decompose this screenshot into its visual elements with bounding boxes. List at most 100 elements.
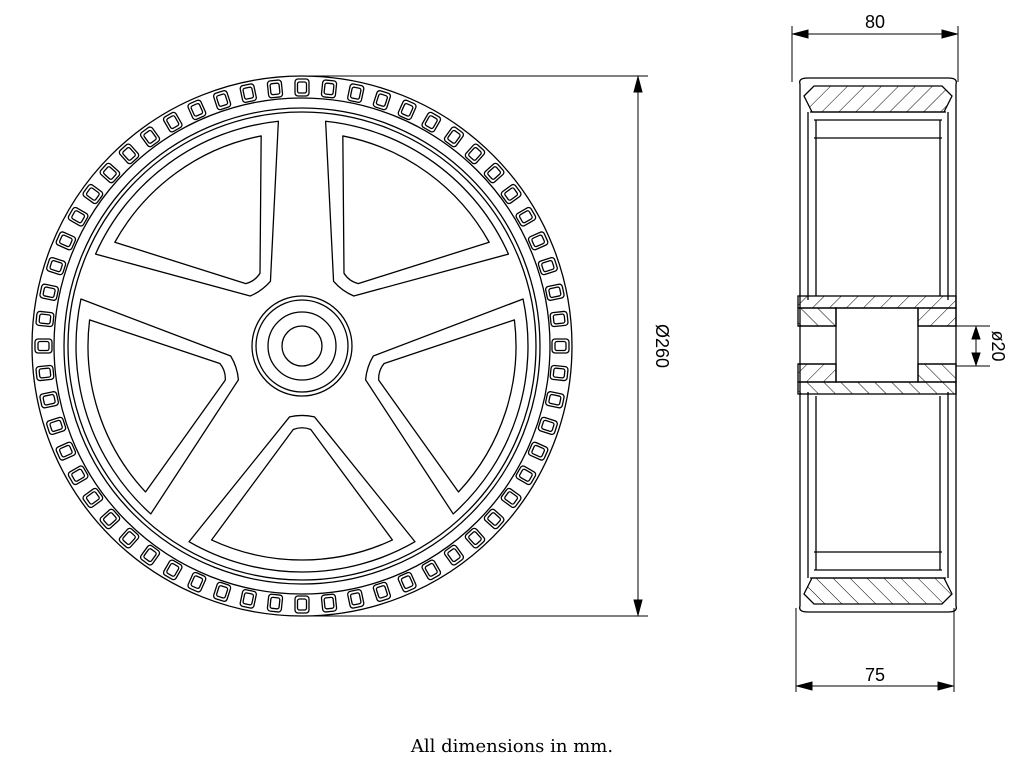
caption: All dimensions in mm. xyxy=(410,736,614,757)
tread-block xyxy=(82,487,104,509)
tread-outer-circle xyxy=(31,75,573,617)
tread-block xyxy=(397,571,417,593)
tread-block xyxy=(483,508,505,530)
tread-block xyxy=(187,99,207,121)
bottom-tyre-section xyxy=(803,577,953,605)
top-width-label: 80 xyxy=(865,12,885,32)
tread-block xyxy=(421,111,442,133)
tread-block xyxy=(421,559,442,581)
tread-block xyxy=(39,283,60,301)
bore-label: ø20 xyxy=(988,330,1008,361)
tread-block xyxy=(99,162,121,184)
tread-block xyxy=(320,79,338,99)
tread-block xyxy=(82,183,104,205)
tread-block xyxy=(294,595,310,614)
tread-block xyxy=(212,90,232,111)
hub-ring xyxy=(255,299,349,393)
tread-block xyxy=(537,416,558,436)
bore-dimension xyxy=(956,325,990,367)
tread-block xyxy=(39,391,60,409)
tread-block xyxy=(99,508,121,530)
hub-inner-ring xyxy=(267,311,337,381)
spoke-window-outer xyxy=(364,298,529,515)
bore xyxy=(835,307,919,383)
tread-block xyxy=(55,441,77,461)
bottom-width-dimension xyxy=(795,608,955,692)
hub-right-upper xyxy=(917,307,957,327)
tread-block xyxy=(515,465,537,486)
spoke-window-inner xyxy=(114,135,262,285)
rim-line xyxy=(67,111,537,581)
bottom-width-label: 75 xyxy=(865,665,885,685)
tread-block xyxy=(139,544,161,566)
tread-block xyxy=(162,559,183,581)
hub-bottom-band xyxy=(797,381,957,395)
spoke-window-inner xyxy=(210,427,394,561)
bore-circle xyxy=(281,325,323,367)
spoke-window-outer xyxy=(324,120,510,297)
top-width-dimension xyxy=(791,26,959,82)
tread-block xyxy=(443,544,465,566)
spoke-window-inner xyxy=(342,135,490,285)
tread-block xyxy=(544,391,565,409)
tread-block xyxy=(500,487,522,509)
diameter-dimension xyxy=(302,75,648,617)
wheel-profile xyxy=(799,77,957,613)
tread-block xyxy=(443,126,465,148)
hub-top-band xyxy=(797,295,957,309)
rim-outer-circle xyxy=(63,107,541,585)
tread-block xyxy=(464,143,486,165)
spoke-window-outer xyxy=(188,414,416,573)
hub-left-upper xyxy=(797,307,837,327)
tread-block xyxy=(537,256,558,276)
tread-block xyxy=(118,143,140,165)
tread-block xyxy=(266,79,284,99)
tread-block xyxy=(464,527,486,549)
tread-block xyxy=(515,206,537,227)
tread-block xyxy=(212,581,232,602)
tread-block xyxy=(46,256,67,276)
spoke-windows xyxy=(75,120,529,573)
diameter-label: Ø260 xyxy=(652,324,672,368)
tread-block xyxy=(35,310,55,328)
wheel-side-section xyxy=(797,77,957,613)
tread-block xyxy=(118,527,140,549)
tread-block xyxy=(372,581,392,602)
tread-block xyxy=(551,338,570,354)
tread-block xyxy=(347,83,365,104)
tread-block xyxy=(187,571,207,593)
hub-left-lower xyxy=(797,363,837,383)
spoke-window-outer xyxy=(94,120,280,297)
hub-right-lower xyxy=(917,363,957,383)
tread-block xyxy=(294,78,310,97)
tread-block xyxy=(67,465,89,486)
top-tyre-section xyxy=(803,85,953,113)
tread-block xyxy=(46,416,67,436)
tread-block xyxy=(372,90,392,111)
tread-block xyxy=(397,99,417,121)
tread-block xyxy=(34,338,53,354)
tread-block xyxy=(35,364,55,382)
wheel-front-view xyxy=(31,75,573,617)
tread-inner-circle xyxy=(53,97,551,595)
tread-block xyxy=(549,310,569,328)
tread-block xyxy=(527,231,549,251)
spoke-window-inner xyxy=(87,319,226,493)
tread-block xyxy=(347,588,365,609)
tread-block xyxy=(527,441,549,461)
tread-block xyxy=(239,83,257,104)
tread-block xyxy=(266,593,284,613)
tread-block xyxy=(239,588,257,609)
tread-block xyxy=(162,111,183,133)
tread-block xyxy=(139,126,161,148)
spoke-window-outer xyxy=(75,298,240,515)
hub-outer-circle xyxy=(251,295,353,397)
tread-block xyxy=(544,283,565,301)
tread-blocks xyxy=(34,78,570,614)
tread-block xyxy=(549,364,569,382)
tread-block xyxy=(67,206,89,227)
tread-block xyxy=(483,162,505,184)
spoke-window-inner xyxy=(378,319,517,493)
tread-block xyxy=(320,593,338,613)
